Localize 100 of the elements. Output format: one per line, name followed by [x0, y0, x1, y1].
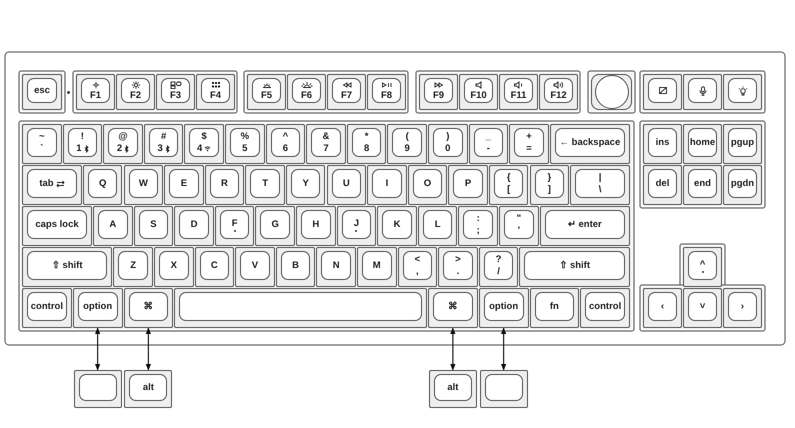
- key-legend: end: [694, 178, 711, 189]
- key-legend: U: [342, 178, 350, 189]
- key: [530, 165, 570, 205]
- key-legend: :: [476, 213, 480, 224]
- double-arrow: [146, 327, 152, 371]
- key: [276, 247, 316, 287]
- key-legend: R: [221, 178, 228, 189]
- key: [683, 165, 722, 205]
- key: [247, 74, 286, 110]
- key-legend: (: [406, 131, 409, 142]
- key-legend: L: [434, 219, 441, 230]
- key-legend: A: [109, 219, 116, 230]
- key-legend: F12: [550, 90, 567, 100]
- key-legend: P: [464, 178, 472, 189]
- key: [204, 165, 244, 205]
- key: [458, 206, 498, 246]
- key-legend: Q: [98, 178, 106, 189]
- key-legend: 6: [282, 143, 288, 154]
- key-legend: del: [656, 178, 670, 189]
- key-legend: ›: [740, 301, 744, 312]
- key-legend: #: [160, 131, 166, 142]
- key-legend: ^: [282, 131, 288, 142]
- key: [478, 247, 518, 287]
- key: [156, 74, 195, 110]
- key: [336, 206, 376, 246]
- key-legend: S: [150, 219, 157, 230]
- key: [124, 288, 174, 328]
- key: [643, 74, 682, 110]
- key-legend: alt: [447, 382, 458, 393]
- key-legend: ~: [39, 131, 45, 142]
- key: [194, 247, 234, 287]
- key-legend: [: [507, 184, 510, 195]
- key-legend: N: [332, 260, 340, 271]
- key-legend: F3: [170, 90, 182, 100]
- key-legend: C: [210, 260, 218, 271]
- key-legend: F7: [340, 90, 352, 100]
- key: [62, 124, 102, 164]
- key-legend: 1: [76, 143, 82, 154]
- key: [540, 206, 630, 246]
- key: [74, 370, 122, 408]
- key-legend: +: [526, 131, 532, 142]
- key-legend: O: [424, 178, 432, 189]
- key-legend: E: [180, 178, 188, 189]
- key-legend: ← backspace: [560, 137, 620, 148]
- key-legend: @: [118, 131, 128, 142]
- key: [530, 288, 580, 328]
- key: [266, 124, 306, 164]
- key-legend: ): [446, 131, 450, 142]
- key: [539, 74, 578, 110]
- double-arrow: [500, 327, 506, 371]
- key-legend: Z: [130, 260, 136, 271]
- key-legend: F4: [210, 90, 222, 100]
- double-arrow: [94, 327, 100, 371]
- key-legend: pgdn: [730, 178, 754, 189]
- key: [418, 206, 458, 246]
- key: [570, 165, 630, 205]
- key: [519, 247, 630, 287]
- key: [287, 74, 326, 110]
- key-legend: W: [138, 178, 148, 189]
- key-legend: F5: [260, 90, 272, 100]
- key: [174, 288, 427, 328]
- key-legend: M: [372, 260, 381, 271]
- key: [428, 288, 478, 328]
- key-legend: }: [547, 172, 552, 183]
- key-legend: =: [526, 143, 532, 154]
- key: [723, 288, 762, 328]
- key: [124, 165, 164, 205]
- key-legend: ↵ enter: [568, 219, 602, 230]
- key-legend: H: [312, 219, 320, 230]
- key: [124, 370, 172, 408]
- key-legend: ": [516, 213, 522, 224]
- key-legend: G: [272, 219, 279, 230]
- key: [408, 165, 448, 205]
- key: [499, 206, 539, 246]
- key-legend: 2: [116, 143, 122, 154]
- key: [113, 247, 153, 287]
- key: [225, 124, 265, 164]
- key: [22, 165, 82, 205]
- key: [683, 288, 722, 328]
- key: [367, 74, 406, 110]
- key: [723, 124, 762, 164]
- key-legend: K: [394, 219, 400, 230]
- key: [683, 247, 722, 287]
- key-legend: ‹: [660, 301, 664, 312]
- key: [367, 165, 407, 205]
- key-legend: caps lock: [35, 219, 79, 230]
- key-legend: home: [690, 137, 716, 148]
- key-legend: ⇧ shift: [559, 260, 590, 271]
- key-legend: >: [455, 254, 461, 265]
- key: [478, 288, 528, 328]
- key-legend: 9: [404, 143, 410, 154]
- key-legend: ⌘: [448, 301, 458, 312]
- key: [184, 124, 224, 164]
- key-legend: F6: [300, 90, 312, 100]
- key-legend: ': [518, 225, 520, 236]
- key-legend: ^: [700, 258, 706, 270]
- key: [499, 74, 538, 110]
- key: [255, 206, 296, 246]
- key-legend: D: [190, 219, 198, 230]
- key: [306, 124, 346, 164]
